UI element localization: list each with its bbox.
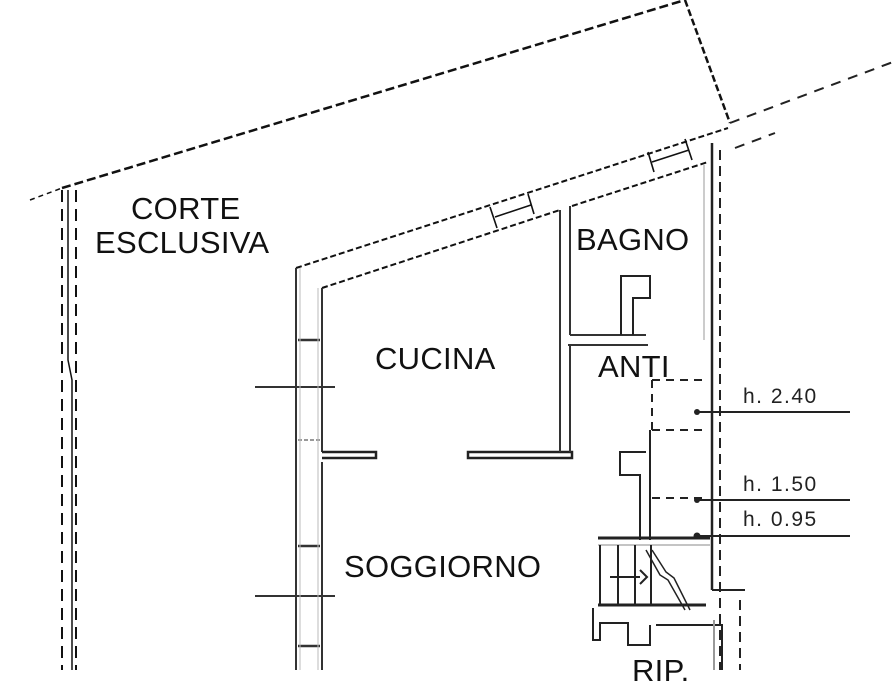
property-boundary <box>29 0 732 201</box>
room-label-bagno: BAGNO <box>576 222 690 257</box>
cucina-partition <box>322 450 574 460</box>
room-label-soggiorno: SOGGIORNO <box>344 549 542 584</box>
window-top-2 <box>647 138 693 173</box>
room-label-anti: ANTI <box>598 349 670 384</box>
height-label-240: h. 2.40 <box>743 385 818 408</box>
height-label-150: h. 1.50 <box>743 473 818 496</box>
wall-hatching <box>299 268 319 670</box>
bagno-fixture <box>620 275 651 335</box>
room-label-esclusiva: ESCLUSIVA <box>95 225 270 260</box>
building-top-wall <box>295 127 729 289</box>
height-leaders <box>695 411 850 537</box>
height-markers <box>693 409 701 540</box>
building-right-wall <box>703 143 745 670</box>
room-label-corte: CORTE <box>131 191 241 226</box>
floor-plan-drawing <box>29 0 893 670</box>
building-left-wall <box>255 268 335 670</box>
left-boundary <box>61 190 77 670</box>
stair-outline <box>651 379 702 499</box>
stair-break-line <box>645 549 691 611</box>
extension-line <box>729 61 893 149</box>
height-label-095: h. 0.95 <box>743 508 818 531</box>
floor-plan: CORTE ESCLUSIVA BAGNO CUCINA ANTI SOGGIO… <box>29 0 893 686</box>
window-top-1 <box>489 193 535 229</box>
room-label-rip: RIP. <box>632 653 690 688</box>
ripostiglio-walls <box>592 608 723 670</box>
room-label-cucina: CUCINA <box>375 341 496 376</box>
stair-walls <box>598 430 710 607</box>
